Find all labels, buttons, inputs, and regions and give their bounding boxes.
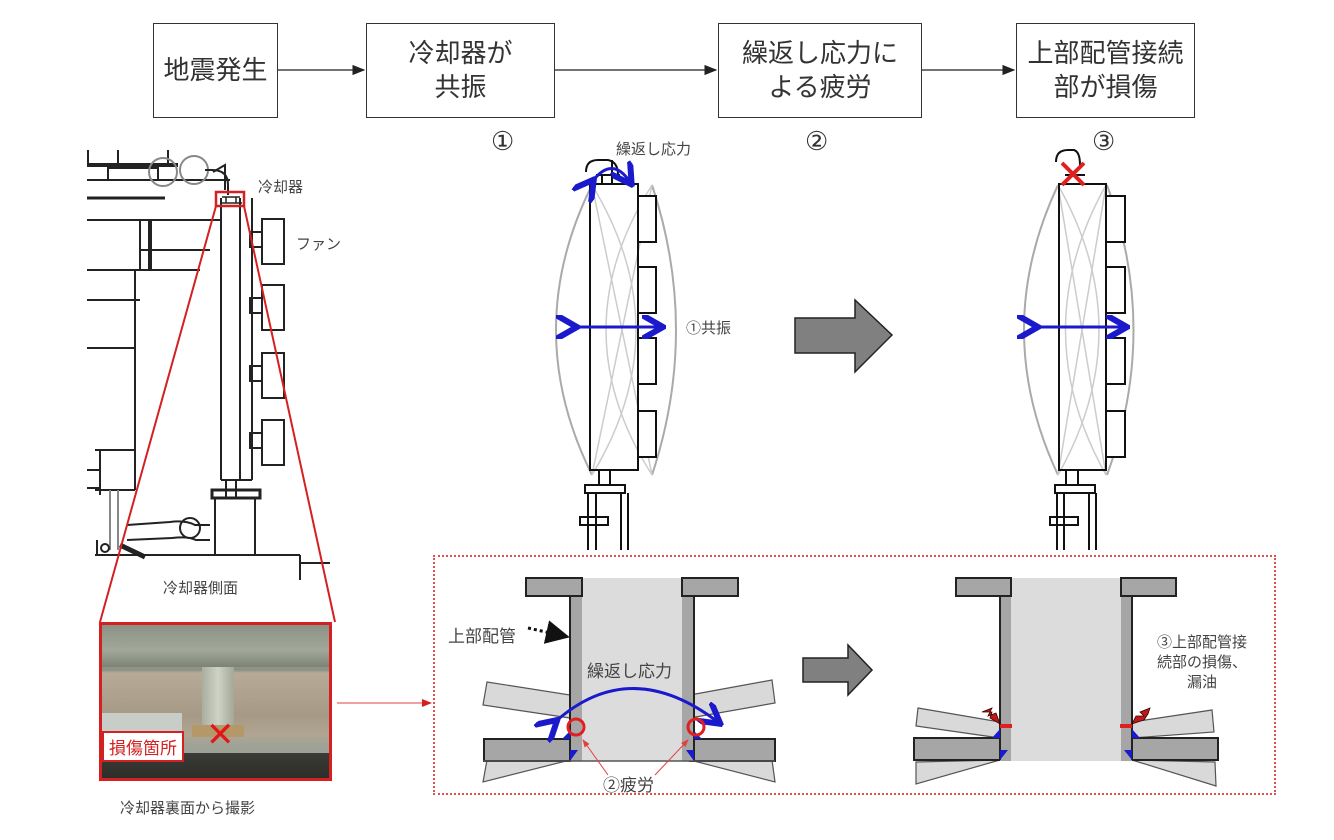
flow-step-text: 部が損傷 — [1053, 72, 1158, 103]
stress-arc-arrow — [555, 687, 718, 723]
transition-arrow — [802, 643, 874, 697]
damage-x-icon — [1060, 161, 1086, 187]
photo-caption: 冷却器裏面から撮影 — [120, 799, 256, 817]
cooler-damaged-diagram — [1024, 149, 1135, 550]
photo-column — [202, 667, 234, 727]
damage-location-callout: 損傷箇所 — [102, 731, 184, 762]
cooler-side-drawing — [87, 150, 330, 580]
side-view-caption: 冷却器側面 — [163, 579, 239, 597]
detail-panel — [433, 555, 1276, 795]
step-number-3: ③ — [1092, 127, 1116, 157]
damage-description-line: 漏油 — [1186, 673, 1217, 691]
photo-pipe — [102, 625, 329, 667]
upper-pipe-label: 上部配管 — [448, 627, 516, 647]
zoom-line — [99, 205, 217, 623]
flow-step-text: 上部配管接続 — [1027, 38, 1184, 69]
damage-description: ③上部配管接 続部の損傷、 漏油 — [1142, 632, 1262, 692]
crack-mark — [1000, 724, 1012, 728]
stress-label-top: 繰返し応力 — [616, 140, 692, 158]
stress-arc-arrow — [592, 169, 630, 183]
fan-label: ファン — [296, 235, 342, 253]
flow-step-text: 共振 — [434, 72, 487, 103]
step-number-1: ① — [491, 127, 515, 157]
step-number-2: ② — [805, 127, 829, 157]
flow-step-text: 地震発生 — [163, 55, 268, 86]
fatigue-label: ②疲労 — [603, 776, 654, 796]
fatigue-circle — [686, 717, 706, 737]
fatigue-circle — [566, 717, 586, 737]
damage-description-line: 続部の損傷、 — [1156, 653, 1247, 671]
damage-description-line: ③上部配管接 — [1156, 633, 1247, 651]
lightning-icon — [981, 707, 1001, 725]
zoom-line — [243, 205, 336, 623]
flow-step-earthquake: 地震発生 — [153, 23, 278, 118]
flow-step-text: よる疲労 — [768, 72, 872, 103]
cooler-resonance-diagram — [555, 159, 677, 550]
highlight-box — [214, 190, 246, 208]
flow-step-resonance: 冷却器が 共振 — [366, 23, 555, 118]
pipe-joint-detail-before — [482, 577, 776, 783]
cooler-label: 冷却器 — [258, 178, 304, 196]
flow-step-text: 繰返し応力に — [741, 38, 898, 69]
flow-step-damage: 上部配管接続 部が損傷 — [1016, 23, 1195, 118]
highlight-fitting — [220, 196, 242, 204]
flow-step-text: 冷却器が — [408, 38, 513, 69]
pipe-joint-detail-after — [913, 577, 1219, 787]
flow-step-fatigue: 繰返し応力に よる疲労 — [718, 23, 922, 118]
photo-flange — [192, 725, 244, 737]
lightning-icon — [1131, 707, 1151, 725]
stress-label-detail: 繰返し応力 — [587, 662, 672, 682]
crack-mark — [1120, 724, 1132, 728]
resonance-label: ①共振 — [686, 319, 732, 337]
transition-arrow — [794, 298, 894, 374]
damage-x-icon: ✕ — [206, 715, 235, 755]
